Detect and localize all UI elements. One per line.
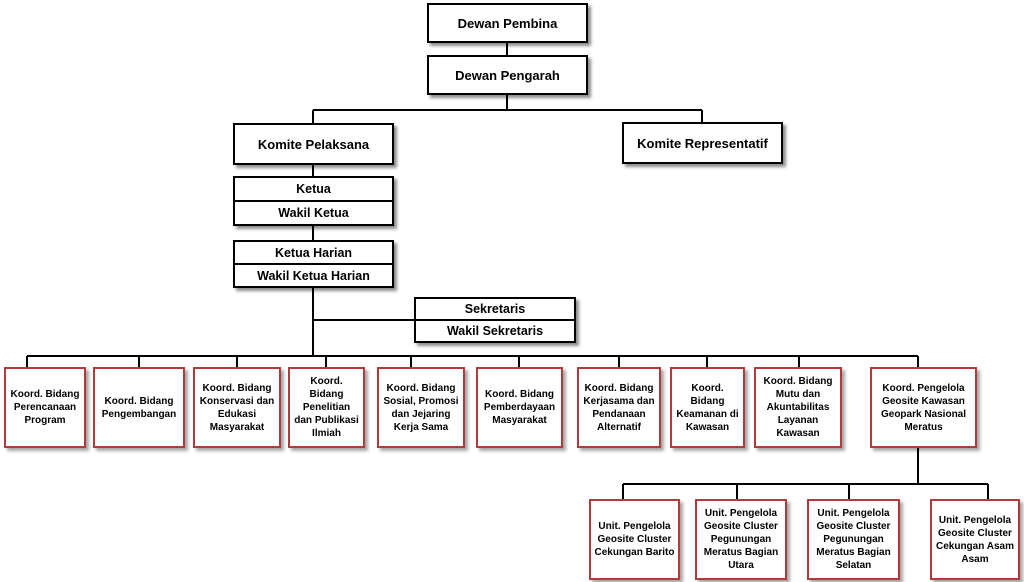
koord-geopark-box: Koord. Pengelola Geosite Kawasan Geopark… — [870, 367, 977, 448]
wakil-ketua-harian-label: Wakil Ketua Harian — [235, 263, 392, 286]
dewan-pembina-box: Dewan Pembina — [427, 3, 588, 43]
unit-meratus-selatan-label: Unit. Pengelola Geosite Cluster Pegunung… — [816, 508, 891, 571]
unit-meratus-selatan-box: Unit. Pengelola Geosite Cluster Pegunung… — [807, 499, 900, 580]
koord-penelitian-label: Koord. Bidang Penelitian dan Publikasi I… — [294, 376, 359, 439]
koord-pemberdayaan-label: Koord. Bidang Pemberdayaan Masyarakat — [483, 389, 556, 426]
koord-keamanan-box: Koord. Bidang Keamanan di Kawasan — [670, 367, 745, 448]
koord-perencanaan-label: Koord. Bidang Perencanaan Program — [10, 389, 80, 426]
koord-pengembangan-box: Koord. Bidang Pengembangan — [93, 367, 185, 448]
koord-perencanaan-box: Koord. Bidang Perencanaan Program — [4, 367, 86, 448]
koord-sosial-label: Koord. Bidang Sosial, Promosi dan Jejari… — [383, 382, 459, 433]
koord-konservasi-box: Koord. Bidang Konservasi dan Edukasi Mas… — [193, 367, 281, 448]
sekretaris-box: Sekretaris Wakil Sekretaris — [414, 297, 576, 343]
koord-pemberdayaan-box: Koord. Bidang Pemberdayaan Masyarakat — [476, 367, 563, 448]
koord-penelitian-box: Koord. Bidang Penelitian dan Publikasi I… — [288, 367, 365, 448]
koord-kerjasama-box: Koord. Bidang Kerjasama dan Pendanaan Al… — [577, 367, 661, 448]
ketua-label: Ketua — [296, 182, 331, 196]
dewan-pengarah-box: Dewan Pengarah — [427, 55, 588, 95]
unit-barito-label: Unit. Pengelola Geosite Cluster Cekungan… — [594, 521, 675, 558]
koord-pengembangan-label: Koord. Bidang Pengembangan — [101, 395, 177, 420]
ketua-box: Ketua Wakil Ketua — [233, 176, 394, 226]
unit-asam-asam-box: Unit. Pengelola Geosite Cluster Cekungan… — [930, 499, 1020, 580]
koord-sosial-box: Koord. Bidang Sosial, Promosi dan Jejari… — [377, 367, 465, 448]
ketua-harian-label: Ketua Harian — [274, 245, 353, 260]
komite-pelaksana-box: Komite Pelaksana — [233, 123, 394, 165]
komite-representatif-box: Komite Representatif — [622, 122, 783, 164]
sekretaris-label: Sekretaris — [464, 302, 526, 316]
komite-pelaksana-label: Komite Pelaksana — [257, 136, 370, 152]
dewan-pengarah-label: Dewan Pengarah — [455, 67, 560, 83]
koord-konservasi-label: Koord. Bidang Konservasi dan Edukasi Mas… — [199, 382, 275, 433]
koord-keamanan-label: Koord. Bidang Keamanan di Kawasan — [676, 382, 739, 433]
koord-kerjasama-label: Koord. Bidang Kerjasama dan Pendanaan Al… — [583, 382, 655, 433]
wakil-sekretaris-label: Wakil Sekretaris — [416, 319, 574, 341]
unit-meratus-utara-label: Unit. Pengelola Geosite Cluster Pegunung… — [703, 508, 779, 571]
wakil-ketua-label: Wakil Ketua — [235, 200, 392, 224]
unit-barito-box: Unit. Pengelola Geosite Cluster Cekungan… — [589, 499, 680, 580]
ketua-harian-box: Ketua Harian Wakil Ketua Harian — [233, 240, 394, 288]
unit-asam-asam-label: Unit. Pengelola Geosite Cluster Cekungan… — [936, 514, 1014, 565]
koord-mutu-box: Koord. Bidang Mutu dan Akuntabilitas Lay… — [754, 367, 842, 448]
dewan-pembina-label: Dewan Pembina — [457, 15, 558, 31]
unit-meratus-utara-box: Unit. Pengelola Geosite Cluster Pegunung… — [695, 499, 787, 580]
koord-geopark-label: Koord. Pengelola Geosite Kawasan Geopark… — [880, 382, 967, 433]
koord-mutu-label: Koord. Bidang Mutu dan Akuntabilitas Lay… — [763, 376, 833, 439]
komite-representatif-label: Komite Representatif — [637, 135, 768, 151]
